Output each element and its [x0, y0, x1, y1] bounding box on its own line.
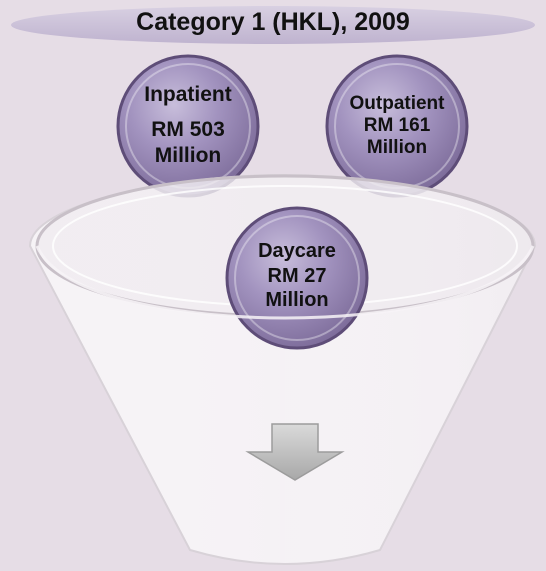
inpatient-amount: RM 503 — [151, 118, 225, 142]
title-band — [11, 6, 535, 44]
outpatient-amount: RM 161 — [363, 115, 431, 137]
daycare-amount: RM 27 — [267, 264, 327, 287]
daycare-unit: Million — [265, 289, 329, 312]
page-title: Category 1 (HKL), 2009 — [136, 7, 410, 36]
inpatient-label: Inpatient RM 503 Million — [118, 66, 258, 184]
outpatient-name: Outpatient — [349, 93, 445, 115]
outpatient-unit: Million — [366, 136, 428, 158]
outpatient-label: Outpatient RM 161 Million — [322, 72, 472, 180]
daycare-name: Daycare — [258, 240, 336, 263]
down-arrow-icon — [245, 423, 345, 481]
inpatient-unit: Million — [154, 143, 222, 167]
daycare-label: Daycare RM 27 Million — [232, 220, 362, 332]
daycare-circle — [225, 206, 369, 350]
inpatient-name: Inpatient — [144, 83, 232, 107]
